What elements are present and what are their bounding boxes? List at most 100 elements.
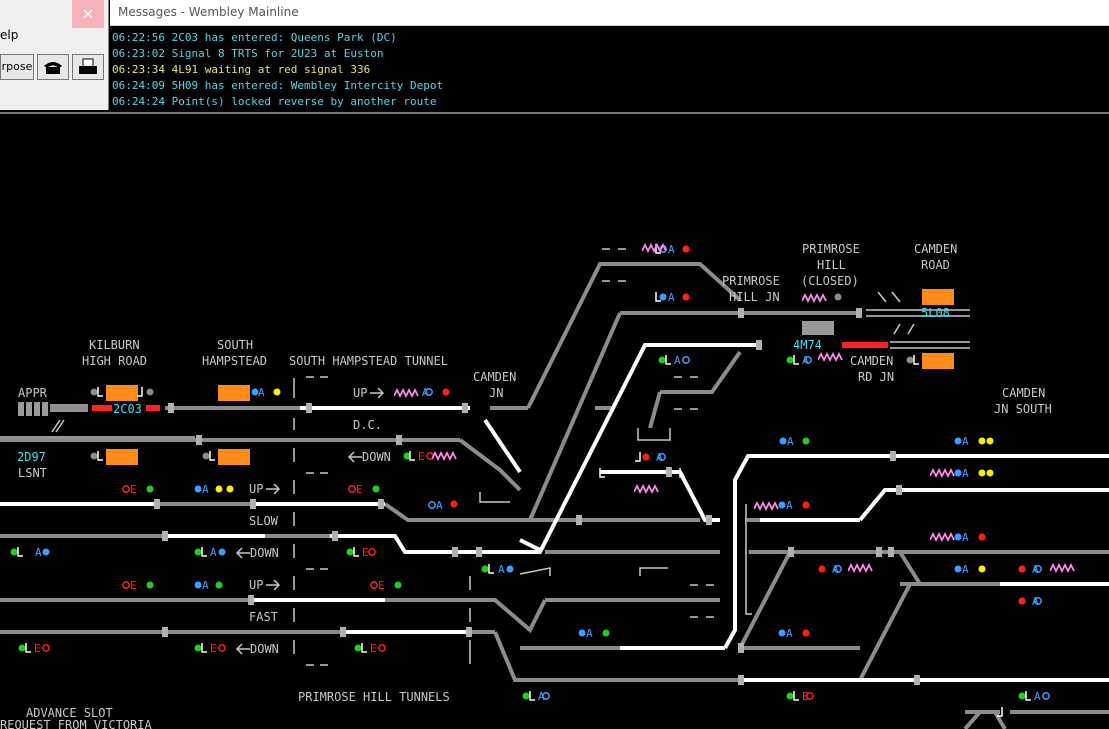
signal-aspect-icon[interactable] xyxy=(450,500,458,508)
signal-aspect-icon[interactable] xyxy=(10,548,18,556)
train-5l08[interactable]: 5L08 xyxy=(921,306,950,320)
signal-aspect-icon[interactable] xyxy=(659,293,667,301)
route-button-icon[interactable]: A xyxy=(202,579,209,592)
signal-aspect-icon[interactable] xyxy=(802,629,810,637)
signal-aspect-icon[interactable] xyxy=(978,469,986,477)
signal-aspect-icon[interactable] xyxy=(954,469,962,477)
signal-aspect-icon[interactable] xyxy=(786,356,794,364)
route-button-icon[interactable]: A xyxy=(210,546,217,559)
signal-aspect-icon[interactable] xyxy=(273,388,281,396)
route-button-icon[interactable]: A xyxy=(668,291,675,304)
phone-button[interactable] xyxy=(37,54,69,80)
signal-aspect-icon[interactable] xyxy=(578,629,586,637)
route-button-icon[interactable]: A xyxy=(832,563,839,576)
signal-aspect-icon[interactable] xyxy=(202,452,210,460)
signal-aspect-icon[interactable] xyxy=(682,356,690,364)
route-button-icon[interactable]: A xyxy=(202,483,209,496)
signal-aspect-icon[interactable] xyxy=(1018,692,1026,700)
signal-aspect-icon[interactable] xyxy=(906,356,914,364)
purpose-button[interactable]: rpose xyxy=(0,54,34,80)
signal-aspect-icon[interactable] xyxy=(146,581,154,589)
signal-aspect-icon[interactable] xyxy=(403,452,411,460)
signal-aspect-icon[interactable] xyxy=(346,548,354,556)
signal-aspect-icon[interactable] xyxy=(506,565,514,573)
signal-aspect-icon[interactable] xyxy=(90,388,98,396)
train-4m74[interactable]: 4M74 xyxy=(793,338,822,352)
signal-aspect-icon[interactable] xyxy=(1018,597,1026,605)
route-button-icon[interactable]: A xyxy=(1032,563,1039,576)
route-button-icon[interactable]: E xyxy=(210,642,217,655)
route-button-icon[interactable]: A xyxy=(538,690,545,703)
signal-aspect-icon[interactable] xyxy=(370,581,378,589)
signal-aspect-icon[interactable] xyxy=(802,437,810,445)
route-button-icon[interactable]: A xyxy=(1032,595,1039,608)
signal-aspect-icon[interactable] xyxy=(215,485,223,493)
signal-aspect-icon[interactable] xyxy=(394,581,402,589)
signal-aspect-icon[interactable] xyxy=(954,565,962,573)
signal-aspect-icon[interactable] xyxy=(481,565,489,573)
route-button-icon[interactable]: A xyxy=(962,467,969,480)
route-button-icon[interactable]: A xyxy=(962,563,969,576)
route-button-icon[interactable]: A xyxy=(786,627,793,640)
route-button-icon[interactable]: A xyxy=(35,546,42,559)
route-button-icon[interactable]: A xyxy=(668,243,675,256)
signal-aspect-icon[interactable] xyxy=(834,293,842,301)
signal-aspect-icon[interactable] xyxy=(986,437,994,445)
signal-aspect-icon[interactable] xyxy=(354,644,362,652)
route-button-icon[interactable]: E xyxy=(34,642,41,655)
route-button-icon[interactable]: E xyxy=(378,579,385,592)
signal-aspect-icon[interactable] xyxy=(978,565,986,573)
signal-aspect-icon[interactable] xyxy=(194,581,202,589)
signal-aspect-icon[interactable] xyxy=(802,501,810,509)
signal-aspect-icon[interactable] xyxy=(682,293,690,301)
signal-aspect-icon[interactable] xyxy=(778,629,786,637)
signal-aspect-icon[interactable] xyxy=(226,485,234,493)
route-button-icon[interactable]: E xyxy=(802,690,809,703)
route-button-icon[interactable]: E xyxy=(130,483,137,496)
signal-aspect-icon[interactable] xyxy=(251,388,259,396)
signal-aspect-icon[interactable] xyxy=(1018,565,1026,573)
signal-aspect-icon[interactable] xyxy=(122,581,130,589)
route-button-icon[interactable]: A xyxy=(674,354,681,367)
signal-aspect-icon[interactable] xyxy=(146,485,154,493)
signal-aspect-icon[interactable] xyxy=(602,629,610,637)
route-button-icon[interactable]: A xyxy=(1034,690,1041,703)
signal-aspect-icon[interactable] xyxy=(804,356,812,364)
route-button-icon[interactable]: A xyxy=(258,386,265,399)
route-button-icon[interactable]: E xyxy=(370,642,377,655)
signal-aspect-icon[interactable] xyxy=(378,644,386,652)
signal-aspect-icon[interactable] xyxy=(658,453,666,461)
signal-aspect-icon[interactable] xyxy=(806,692,814,700)
route-button-icon[interactable]: A xyxy=(962,435,969,448)
signal-aspect-icon[interactable] xyxy=(818,565,826,573)
signal-aspect-icon[interactable] xyxy=(368,548,376,556)
route-button-icon[interactable]: A xyxy=(586,627,593,640)
signal-aspect-icon[interactable] xyxy=(834,565,842,573)
signal-aspect-icon[interactable] xyxy=(954,437,962,445)
signal-aspect-icon[interactable] xyxy=(194,644,202,652)
signal-aspect-icon[interactable] xyxy=(1042,692,1050,700)
signal-aspect-icon[interactable] xyxy=(90,452,98,460)
signal-aspect-icon[interactable] xyxy=(18,644,26,652)
signal-aspect-icon[interactable] xyxy=(194,548,202,556)
route-button-icon[interactable]: A xyxy=(787,435,794,448)
signal-aspect-icon[interactable] xyxy=(542,692,550,700)
signal-aspect-icon[interactable] xyxy=(682,245,690,253)
signal-aspect-icon[interactable] xyxy=(122,485,130,493)
signal-aspect-icon[interactable] xyxy=(348,485,356,493)
signal-aspect-icon[interactable] xyxy=(1034,565,1042,573)
signal-aspect-icon[interactable] xyxy=(954,533,962,541)
help-menu[interactable]: elp xyxy=(0,28,19,42)
signal-aspect-icon[interactable] xyxy=(778,501,786,509)
signal-aspect-icon[interactable] xyxy=(372,485,380,493)
signal-aspect-icon[interactable] xyxy=(215,581,223,589)
signal-aspect-icon[interactable] xyxy=(978,533,986,541)
signal-aspect-icon[interactable] xyxy=(658,356,666,364)
route-button-icon[interactable]: A xyxy=(656,451,663,464)
signal-aspect-icon[interactable] xyxy=(642,453,650,461)
close-button[interactable]: × xyxy=(72,0,104,28)
train-2c03[interactable]: 2C03 xyxy=(113,402,142,416)
signal-aspect-icon[interactable] xyxy=(218,548,226,556)
train-2d97[interactable]: 2D97 xyxy=(17,450,46,464)
signal-aspect-icon[interactable] xyxy=(146,388,154,396)
